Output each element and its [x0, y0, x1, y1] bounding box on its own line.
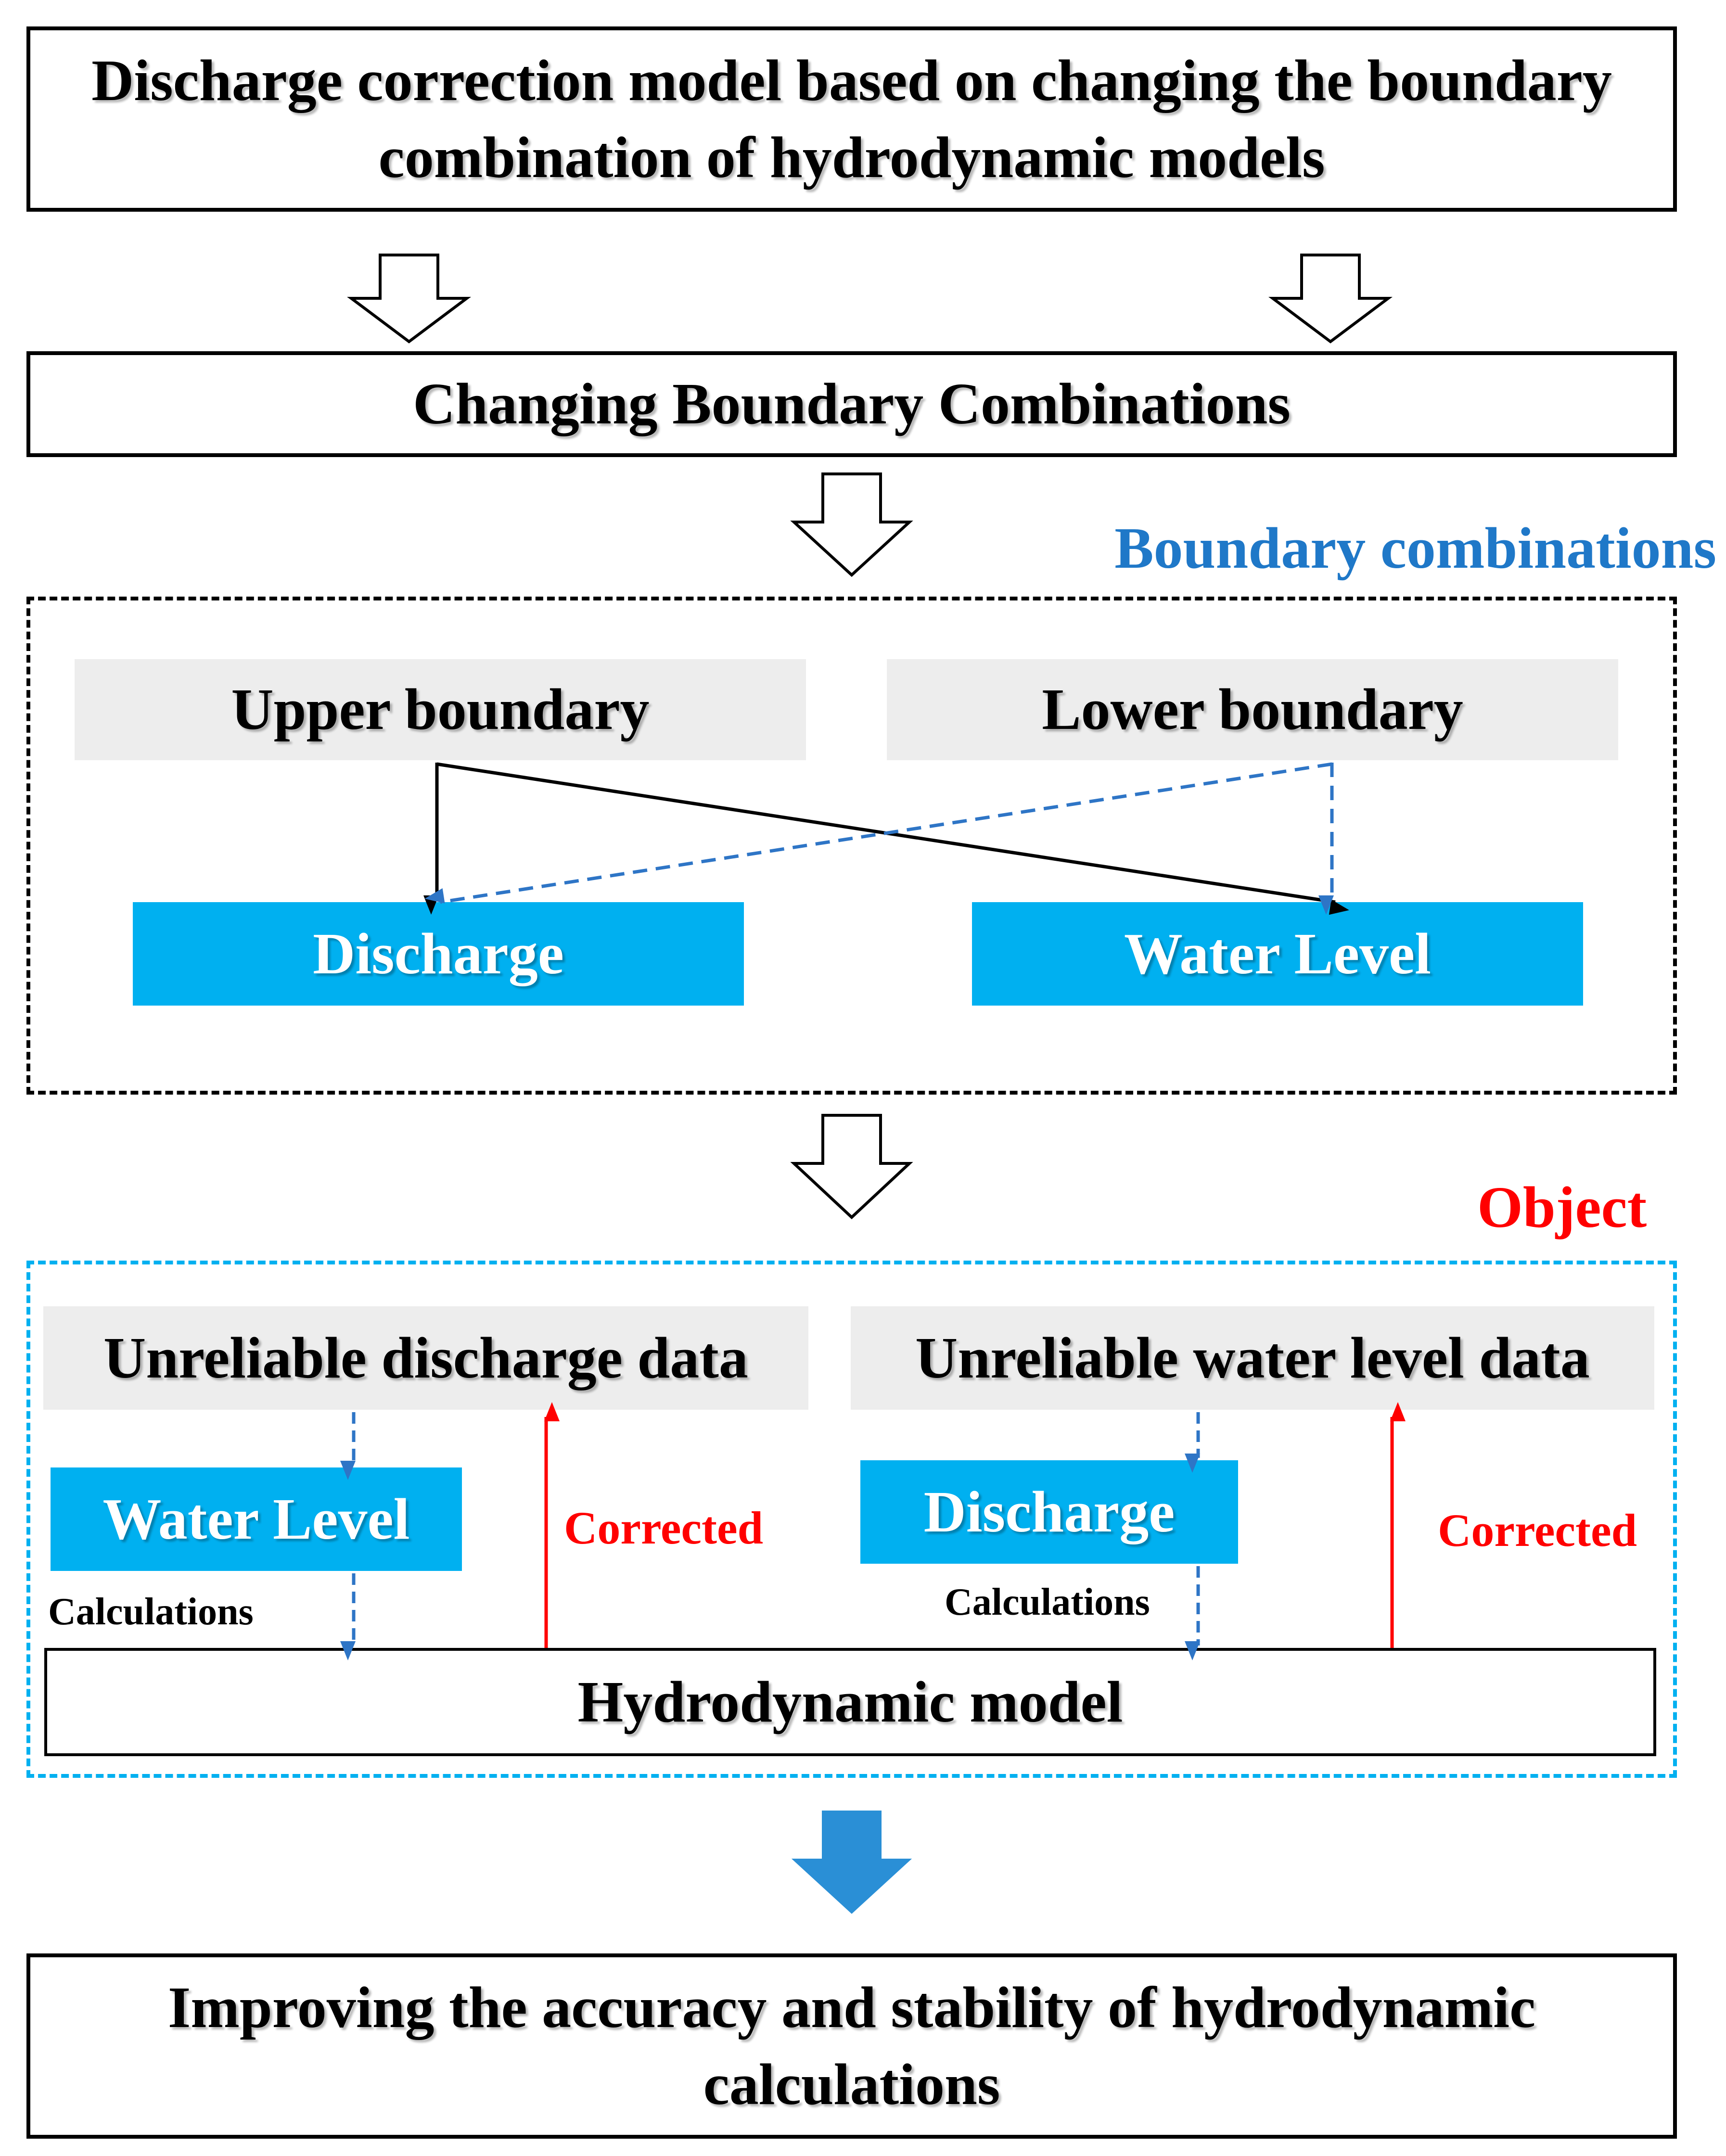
unreliable-discharge-box: Unreliable discharge data [43, 1306, 808, 1410]
unreliable-discharge-text: Unreliable discharge data [103, 1325, 748, 1391]
title-box: Discharge correction model based on chan… [26, 26, 1677, 212]
hollow-arrow-center-1-icon [790, 472, 913, 577]
object-water-level-box: Water Level [51, 1467, 462, 1571]
discharge-text: Discharge [313, 921, 564, 986]
object-discharge-box: Discharge [860, 1460, 1238, 1564]
object-water-level-text: Water Level [102, 1486, 410, 1552]
hydrodynamic-model-box: Hydrodynamic model [44, 1648, 1656, 1756]
corrected-left-label: Corrected [564, 1502, 763, 1554]
object-label: Object [1477, 1175, 1647, 1240]
hollow-arrow-right-icon [1268, 254, 1393, 344]
result-box: Improving the accuracy and stability of … [26, 1953, 1677, 2139]
object-region [26, 1261, 1677, 1778]
lower-boundary-box: Lower boundary [887, 659, 1618, 760]
step-box: Changing Boundary Combinations [26, 351, 1677, 457]
boundary-region [26, 597, 1677, 1095]
lower-to-discharge-connector [424, 762, 1332, 904]
calculations-right-label: Calculations [945, 1581, 1150, 1623]
calculations-left-label: Calculations [48, 1591, 254, 1633]
hollow-arrow-center-2-icon [790, 1114, 913, 1220]
unreliable-water-level-box: Unreliable water level data [851, 1306, 1654, 1410]
lower-boundary-text: Lower boundary [1042, 677, 1463, 742]
water-level-text: Water Level [1124, 921, 1432, 986]
hollow-arrow-left-icon [347, 254, 471, 344]
title-text: Discharge correction model based on chan… [91, 48, 1612, 190]
hydrodynamic-model-text: Hydrodynamic model [577, 1669, 1123, 1735]
object-discharge-text: Discharge [923, 1479, 1175, 1544]
water-level-box: Water Level [972, 902, 1583, 1006]
result-text: Improving the accuracy and stability of … [167, 1975, 1536, 2117]
boundary-combinations-label: Boundary combinations [1114, 516, 1716, 581]
upper-boundary-box: Upper boundary [75, 659, 806, 760]
corrected-right-label: Corrected [1438, 1505, 1637, 1556]
upper-boundary-text: Upper boundary [231, 677, 650, 742]
step-text: Changing Boundary Combinations [413, 371, 1291, 436]
filled-arrow-down-icon [791, 1811, 912, 1914]
unreliable-water-level-text: Unreliable water level data [915, 1325, 1590, 1391]
discharge-box: Discharge [133, 902, 744, 1006]
